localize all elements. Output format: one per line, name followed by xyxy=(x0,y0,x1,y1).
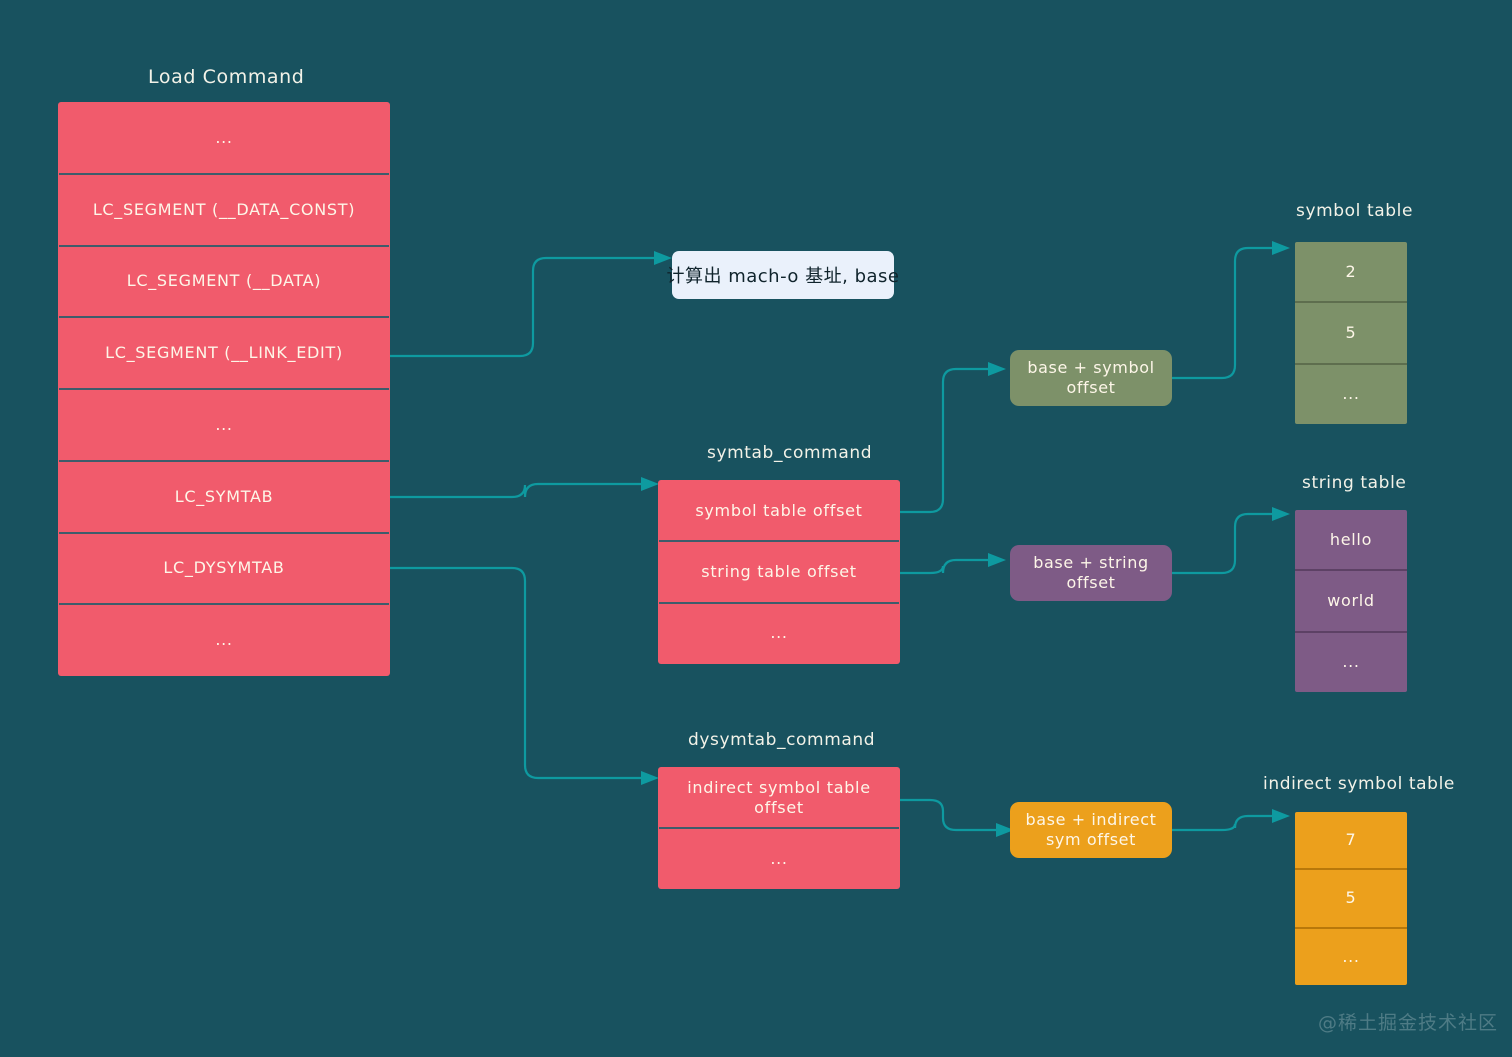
watermark: @稀土掘金技术社区 xyxy=(1318,1012,1499,1034)
indirect-symbol-table-stack: 7 5 ... xyxy=(1295,812,1407,985)
base-address-note: 计算出 mach-o 基址, base xyxy=(667,251,899,299)
string-table-title: string table xyxy=(1302,473,1407,493)
load-command-row: ... xyxy=(59,603,389,675)
load-command-row: LC_SEGMENT (__DATA) xyxy=(59,244,389,317)
load-command-row: LC_SEGMENT (__LINK_EDIT) xyxy=(59,316,389,388)
load-command-row: LC_SEGMENT (__DATA_CONST) xyxy=(59,172,389,245)
indirect-symbol-table-row: 7 xyxy=(1345,830,1357,850)
symbol-table-title: symbol table xyxy=(1296,201,1414,221)
dysymtab-command-row: ... xyxy=(659,827,899,888)
base-plus-symbol-offset-pill: base + symbol offset xyxy=(1010,350,1172,406)
load-command-title: Load Command xyxy=(148,66,305,88)
dysymtab-command-title: dysymtab_command xyxy=(688,730,876,750)
indirect-symbol-table-row: 5 xyxy=(1295,868,1407,926)
symtab-command-row: ... xyxy=(659,601,899,663)
load-command-row: LC_SYMTAB xyxy=(59,459,389,532)
base-plus-indirect-sym-offset-pill: base + indirect sym offset xyxy=(1010,802,1172,858)
string-table-row: ... xyxy=(1295,630,1407,692)
symbol-table-row: 2 xyxy=(1345,261,1357,281)
dysymtab-command-stack: indirect symbol table offset ... xyxy=(659,768,899,888)
string-table-row: hello xyxy=(1329,529,1373,549)
indirect-symbol-table-title: indirect symbol table xyxy=(1263,774,1455,794)
load-command-row: ... xyxy=(59,388,389,460)
load-command-row: LC_DYSYMTAB xyxy=(59,531,389,604)
load-command-row: ... xyxy=(215,127,233,147)
base-plus-string-offset-pill: base + string offset xyxy=(1010,545,1172,601)
dysymtab-command-row: indirect symbol table offset xyxy=(687,777,871,817)
symbol-table-stack: 2 5 ... xyxy=(1295,242,1407,424)
string-table-row: world xyxy=(1295,569,1407,630)
indirect-symbol-table-row: ... xyxy=(1295,926,1407,985)
symtab-command-row: symbol table offset xyxy=(695,500,863,520)
string-table-stack: hello world ... xyxy=(1295,510,1407,692)
symtab-command-title: symtab_command xyxy=(707,443,873,463)
load-command-stack: ... LC_SEGMENT (__DATA_CONST) LC_SEGMENT… xyxy=(59,103,389,675)
symtab-command-stack: symbol table offset string table offset … xyxy=(659,481,899,663)
symbol-table-row: 5 xyxy=(1295,301,1407,362)
symbol-table-row: ... xyxy=(1295,362,1407,424)
symtab-command-row: string table offset xyxy=(659,540,899,601)
